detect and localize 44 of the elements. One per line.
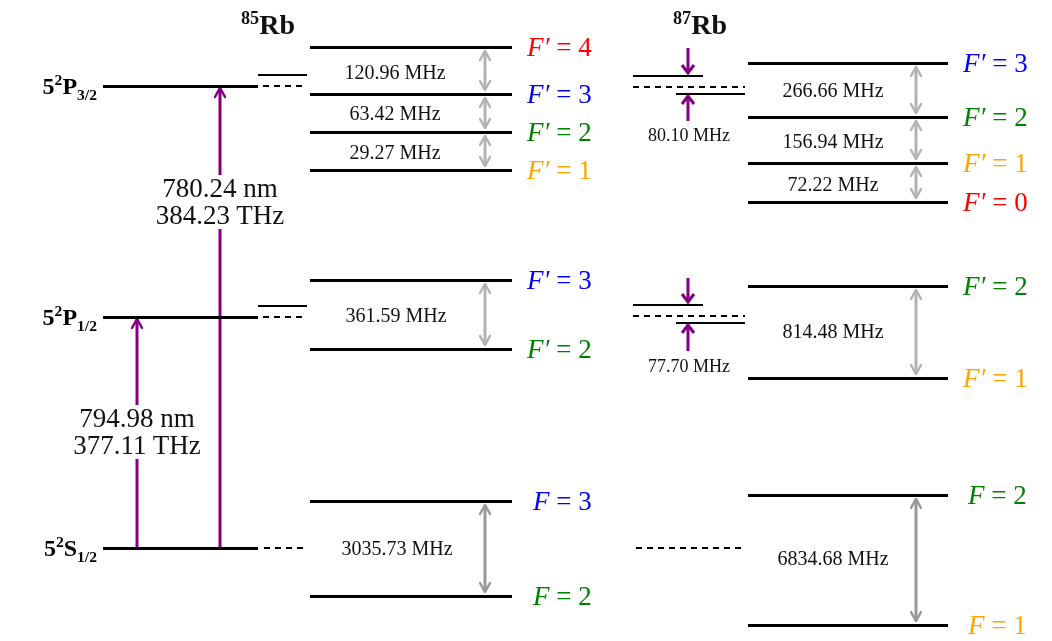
isotope-heading: $^{85}$Rb xyxy=(241,8,295,40)
edge-label: 361.59 MHz xyxy=(345,305,447,325)
level-label: F′ = 1 xyxy=(963,151,1028,175)
edge-label: 3035.73 MHz xyxy=(341,538,453,558)
level-label: F′ = 3 xyxy=(527,82,592,106)
level-label: F′ = 0 xyxy=(963,190,1028,214)
edge-label: 156.94 MHz xyxy=(782,131,884,151)
level-label: F′ = 2 xyxy=(963,274,1028,298)
arrow xyxy=(478,96,492,130)
edge-label: 72.22 MHz xyxy=(787,174,879,194)
level-label: F′ = 3 xyxy=(527,268,592,292)
arrow xyxy=(909,65,923,115)
arrow xyxy=(478,282,492,347)
level-label: F = 2 xyxy=(968,483,1027,507)
level-label: 5$^{2}$P$_{1/2}$ xyxy=(42,305,97,329)
level-label: F′ = 1 xyxy=(527,158,592,182)
arrow xyxy=(909,165,923,200)
level-label: F′ = 3 xyxy=(963,51,1028,75)
arrow xyxy=(478,503,492,594)
level-label: F = 1 xyxy=(968,613,1027,637)
level-label: F = 2 xyxy=(533,584,592,608)
edge-label: 6834.68 MHz xyxy=(777,548,889,568)
level-label: F′ = 2 xyxy=(527,337,592,361)
arrow xyxy=(909,119,923,161)
level-label: F = 3 xyxy=(533,489,592,513)
level-label: 5$^{2}$S$_{1/2}$ xyxy=(43,536,97,560)
edge-label: 29.27 MHz xyxy=(349,142,441,162)
arrow xyxy=(213,86,227,547)
isotope-heading: $^{87}$Rb xyxy=(673,8,727,40)
level-label: F′ = 2 xyxy=(527,120,592,144)
splitting-label: 77.70 MHz xyxy=(648,357,730,375)
arrow xyxy=(478,134,492,168)
level-label: 5$^{2}$P$_{3/2}$ xyxy=(42,74,97,98)
level-label: F′ = 2 xyxy=(963,105,1028,129)
level-label: F′ = 1 xyxy=(963,366,1028,390)
edge-label: 266.66 MHz xyxy=(782,80,884,100)
edge-label: 814.48 MHz xyxy=(782,321,884,341)
arrow xyxy=(478,49,492,92)
level-label: F′ = 4 xyxy=(527,35,592,59)
edge-label: 63.42 MHz xyxy=(349,103,441,123)
arrow xyxy=(909,288,923,376)
edge-label: 120.96 MHz xyxy=(344,62,446,82)
arrow xyxy=(909,497,923,623)
splitting-label: 80.10 MHz xyxy=(648,126,730,144)
